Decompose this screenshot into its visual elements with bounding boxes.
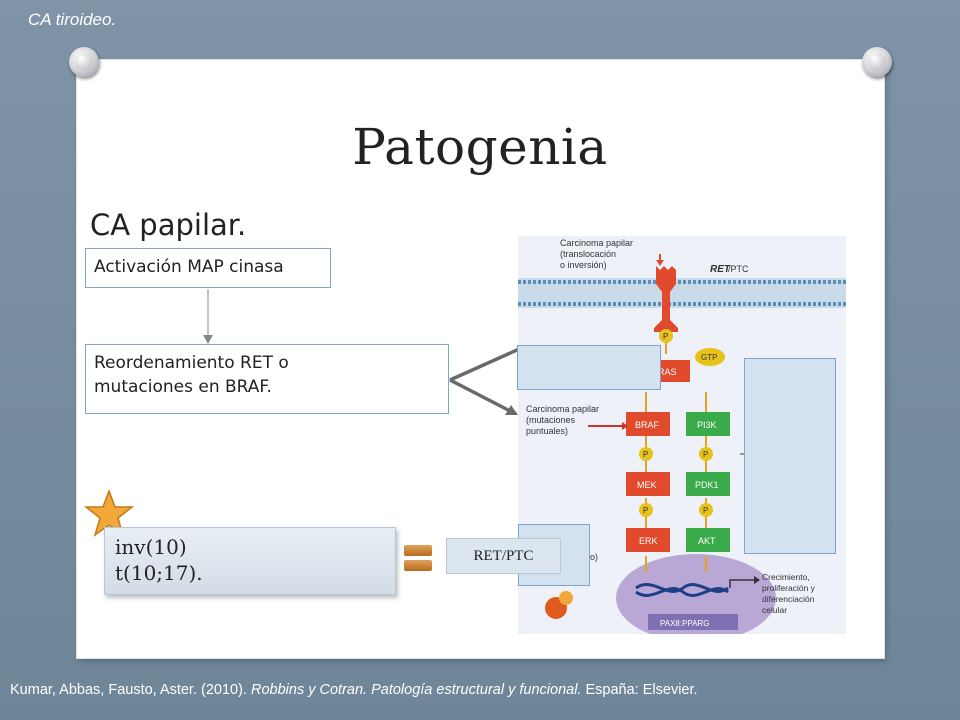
star-icon <box>84 490 134 537</box>
fig-label-mid-2: (mutaciones <box>526 415 576 425</box>
fig-label-mid-1: Carcinoma papilar <box>526 404 599 414</box>
fig-akt: AKT <box>698 536 716 546</box>
page-title: Patogenia <box>352 118 608 176</box>
rearrangement-line-1: Reordenamiento RET o <box>94 353 289 373</box>
citation-authors: Kumar, Abbas, Fausto, Aster. (2010). <box>10 682 251 698</box>
gene-line-inv: inv(10) <box>115 535 187 559</box>
breadcrumb: CA tiroideo. <box>28 10 117 29</box>
fig-label-top-3: o inversión) <box>560 260 607 270</box>
fig-phospho-pi3k: P <box>703 450 708 459</box>
fig-phospho-mek: P <box>643 506 648 515</box>
fig-receptor: RET <box>710 264 731 275</box>
pushpin-icon <box>69 47 99 77</box>
activation-box: Activación MAP cinasa <box>85 248 331 288</box>
rearrangement-box: Reordenamiento RET o mutaciones en BRAF. <box>85 344 449 414</box>
fig-outcome-3: diferenciación <box>762 594 815 604</box>
gene-rearrangement-box: inv(10) t(10;17). <box>104 527 396 595</box>
fig-pdk1: PDK1 <box>695 480 719 490</box>
fig-gtp: GTP <box>701 353 717 362</box>
fig-ras: RAS <box>658 367 677 377</box>
fig-label-mid-3: puntuales) <box>526 426 568 436</box>
fig-label-top-1: Carcinoma papilar <box>560 238 633 248</box>
fig-phospho-receptor: P <box>663 332 668 341</box>
section-subtitle: CA papilar. <box>90 208 247 242</box>
fig-mek: MEK <box>637 480 657 490</box>
fig-pax8: PAX8:PPARG <box>660 619 710 628</box>
fig-erk: ERK <box>639 536 658 546</box>
gene-line-translocation: t(10;17). <box>115 561 203 585</box>
citation: Kumar, Abbas, Fausto, Aster. (2010). Rob… <box>10 682 698 698</box>
ret-ptc-label: RET/PTC <box>446 538 561 574</box>
citation-publisher: España: Elsevier. <box>581 682 698 698</box>
fig-paren: o) <box>590 552 598 562</box>
pathway-diagram: Carcinoma papilar (translocación o inver… <box>518 238 846 634</box>
fig-outcome-1: Crecimiento, <box>762 572 810 582</box>
activation-label: Activación MAP cinasa <box>94 257 284 277</box>
fig-phospho-braf: P <box>643 450 648 459</box>
fig-outcome-2: proliferación y <box>762 583 816 593</box>
fig-outcome-4: celular <box>762 605 787 615</box>
fig-braf: BRAF <box>635 420 660 430</box>
overlay-box-right <box>744 358 836 554</box>
fig-phospho-pdk1: P <box>703 506 708 515</box>
fig-label-top-2: (translocación <box>560 249 616 259</box>
fig-pi3k: PI3K <box>697 420 717 430</box>
pushpin-icon <box>862 47 892 77</box>
citation-book: Robbins y Cotran. Patología estructural … <box>251 682 582 698</box>
overlay-box-ras <box>517 345 661 390</box>
rearrangement-line-2: mutaciones en BRAF. <box>94 377 272 397</box>
fig-receptor-suffix: /PTC <box>728 264 749 274</box>
